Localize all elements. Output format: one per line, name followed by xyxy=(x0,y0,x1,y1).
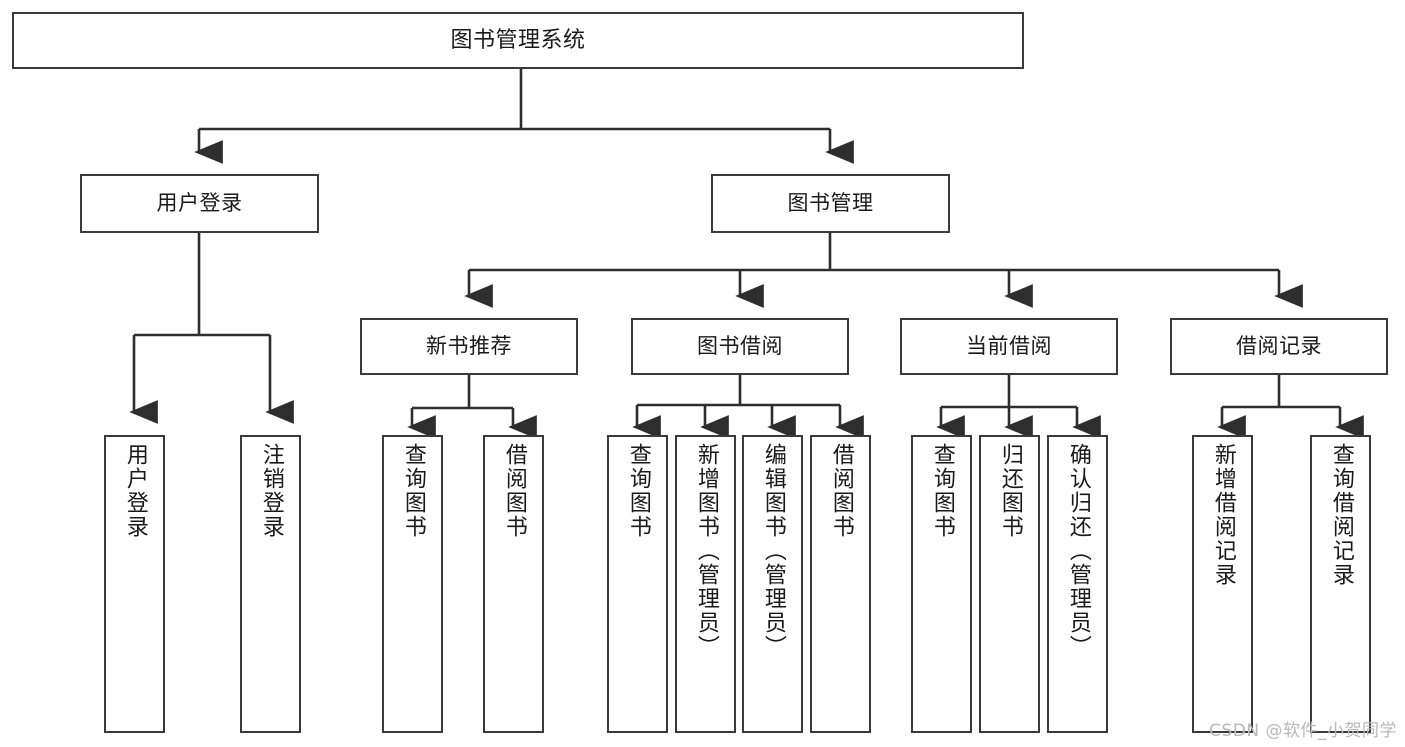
node-label: 查询图书 xyxy=(625,443,651,539)
node-book-borrow[interactable]: 图书借阅 xyxy=(631,318,849,375)
node-label: 用户登录 xyxy=(156,191,243,216)
leaf-edit-book-admin[interactable]: 编辑图书（管理员） xyxy=(742,435,803,733)
node-label: 新增借阅记录 xyxy=(1210,443,1236,587)
leaf-add-borrow-record[interactable]: 新增借阅记录 xyxy=(1192,435,1253,733)
node-user-login[interactable]: 用户登录 xyxy=(80,174,319,233)
node-label: 查询借阅记录 xyxy=(1328,443,1354,587)
node-book-management[interactable]: 图书管理 xyxy=(711,174,950,233)
node-label: 借阅记录 xyxy=(1236,334,1322,359)
node-label: 当前借阅 xyxy=(966,334,1052,359)
leaf-query-book-borrow[interactable]: 查询图书 xyxy=(607,435,668,733)
node-label: 图书管理系统 xyxy=(450,27,586,53)
leaf-return-book[interactable]: 归还图书 xyxy=(979,435,1040,733)
leaf-borrow-book-new[interactable]: 借阅图书 xyxy=(483,435,544,733)
node-label: 借阅图书 xyxy=(828,443,854,539)
node-label: 图书借阅 xyxy=(697,334,783,359)
node-label: 图书管理 xyxy=(787,191,874,216)
leaf-borrow-book[interactable]: 借阅图书 xyxy=(810,435,871,733)
leaf-user-login[interactable]: 用户登录 xyxy=(104,435,165,733)
leaf-query-borrow-record[interactable]: 查询借阅记录 xyxy=(1310,435,1371,733)
node-new-book-recommend[interactable]: 新书推荐 xyxy=(360,318,578,375)
leaf-query-book-current[interactable]: 查询图书 xyxy=(911,435,972,733)
node-label: 用户登录 xyxy=(122,443,148,539)
node-root-system[interactable]: 图书管理系统 xyxy=(12,12,1024,69)
node-label: 确认归还（管理员） xyxy=(1065,443,1091,659)
csdn-watermark: CSDN @软件_小贺同学 xyxy=(1209,721,1397,741)
leaf-add-book-admin[interactable]: 新增图书（管理员） xyxy=(675,435,736,733)
node-label: 查询图书 xyxy=(400,443,426,539)
leaf-confirm-return-admin[interactable]: 确认归还（管理员） xyxy=(1047,435,1108,733)
node-current-borrow[interactable]: 当前借阅 xyxy=(900,318,1118,375)
node-label: 归还图书 xyxy=(997,443,1023,539)
node-label: 新增图书（管理员） xyxy=(693,443,719,659)
node-label: 借阅图书 xyxy=(501,443,527,539)
leaf-logout[interactable]: 注销登录 xyxy=(240,435,301,733)
node-label: 新书推荐 xyxy=(426,334,512,359)
node-label: 注销登录 xyxy=(258,443,284,539)
node-label: 编辑图书（管理员） xyxy=(760,443,786,659)
node-borrow-record[interactable]: 借阅记录 xyxy=(1170,318,1388,375)
node-label: 查询图书 xyxy=(929,443,955,539)
leaf-query-book-new[interactable]: 查询图书 xyxy=(382,435,443,733)
